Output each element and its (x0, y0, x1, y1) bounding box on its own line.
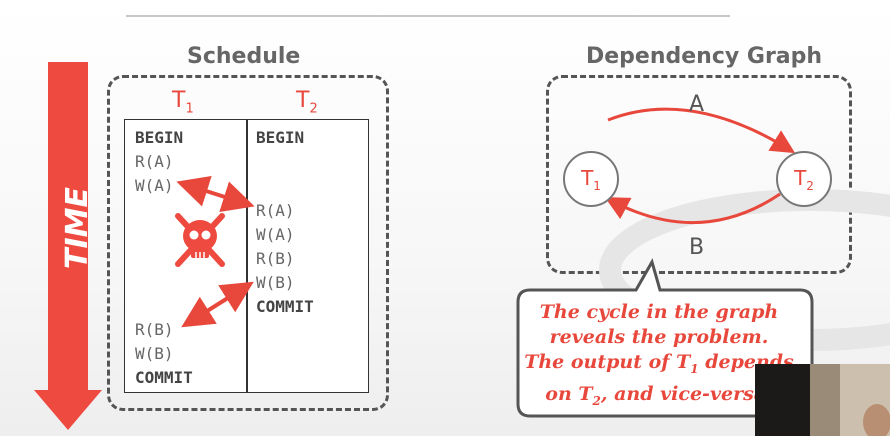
t2-op-commit: COMMIT (256, 297, 314, 316)
conflict-arrow-b (181, 281, 254, 328)
schedule-title: Schedule (187, 44, 301, 69)
graph-box (546, 75, 852, 274)
top-divider (126, 15, 730, 17)
t2-op-write-b: W(B) (256, 273, 295, 292)
t2-header: T2 (296, 88, 318, 117)
t1-header: T1 (172, 88, 194, 117)
node-t2: T2 (776, 151, 832, 207)
callout-line-2: reveals the problem. (549, 326, 769, 348)
t1-op-commit: COMMIT (135, 368, 193, 387)
time-arrow-icon (34, 62, 102, 430)
presenter-video-icon (755, 364, 890, 436)
callout-line-3: The output of T1 depends (524, 351, 794, 376)
t1-op-read-b: R(B) (135, 320, 174, 339)
callout-text: The cycle in the graph reveals the probl… (524, 300, 794, 414)
schedule-box (107, 75, 389, 411)
t1-op-begin: BEGIN (135, 128, 184, 147)
edge-label-b: B (689, 235, 705, 260)
t1-op-read-a: R(A) (135, 152, 174, 171)
edge-label-a: A (689, 92, 705, 117)
t1-op-write-b: W(B) (135, 344, 174, 363)
node-t1: T1 (563, 151, 619, 207)
column-divider (246, 120, 248, 392)
callout-line-4: on T2, and vice-versa. (545, 382, 773, 408)
schedule-table: BEGIN R(A) W(A) R(B) W(B) COMMIT BEGIN R… (124, 119, 369, 393)
t2-op-begin: BEGIN (256, 128, 305, 147)
t1-op-write-a: W(A) (135, 176, 174, 195)
t2-op-read-b: R(B) (256, 249, 295, 268)
callout-line-1: The cycle in the graph (539, 301, 779, 323)
skull-crossbones-icon (175, 213, 225, 267)
edge-b-arrow (604, 192, 781, 224)
graph-title: Dependency Graph (586, 44, 823, 69)
t2-op-read-a: R(A) (256, 201, 295, 220)
conflict-arrow-a (176, 176, 255, 212)
webcam-overlay (755, 364, 890, 436)
edge-a-arrow (607, 107, 796, 154)
t2-op-write-a: W(A) (256, 225, 295, 244)
